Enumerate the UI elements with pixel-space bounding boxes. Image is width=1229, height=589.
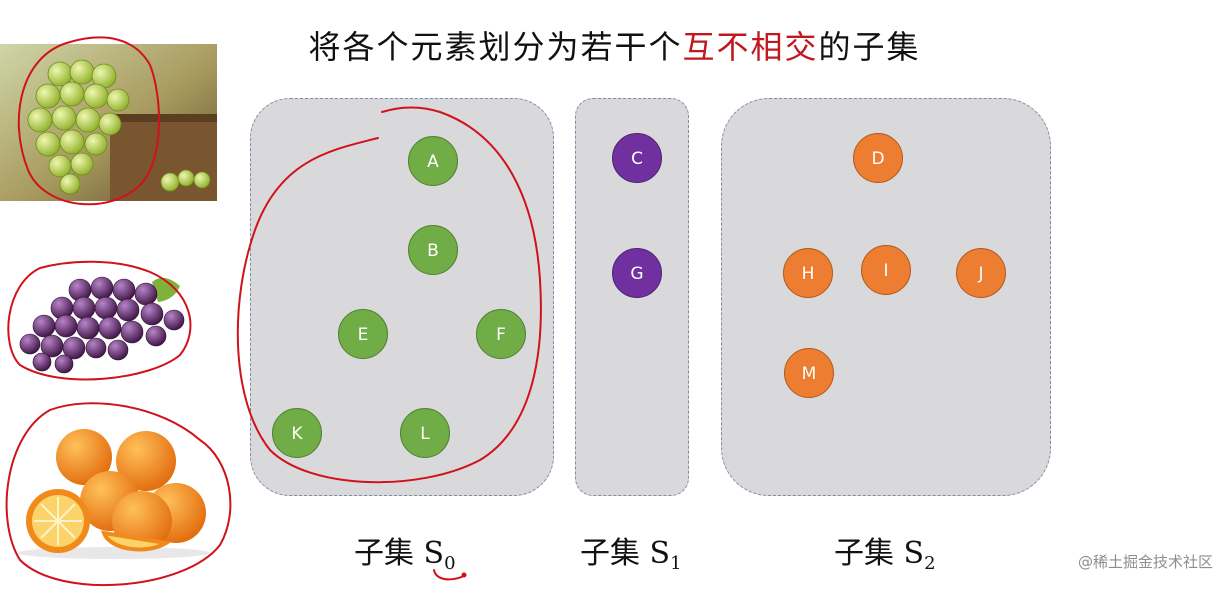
title-text-after: 的子集 [818, 28, 921, 66]
caption-s0-text: 子集 S [354, 536, 445, 571]
caption-s2-text: 子集 S [834, 536, 925, 571]
node-l: L [400, 408, 450, 458]
oranges-image [14, 425, 218, 560]
node-g: G [612, 248, 662, 298]
caption-s2: 子集 S2 [834, 528, 936, 574]
caption-s1-sub: 1 [670, 553, 682, 574]
caption-s1: 子集 S1 [580, 528, 682, 574]
node-m: M [784, 348, 834, 398]
caption-s2-sub: 2 [924, 553, 936, 574]
node-k: K [272, 408, 322, 458]
title-text-before: 将各个元素划分为若干个 [308, 28, 683, 66]
caption-s0: 子集 S0 [354, 528, 456, 574]
caption-s0-sub: 0 [444, 553, 456, 574]
node-b: B [408, 225, 458, 275]
node-f: F [476, 309, 526, 359]
slide-title: 将各个元素划分为若干个互不相交的子集 [0, 22, 1229, 68]
purple-grapes-image [2, 262, 198, 380]
node-d: D [853, 133, 903, 183]
node-c: C [612, 133, 662, 183]
node-e: E [338, 309, 388, 359]
title-highlight: 互不相交 [682, 28, 819, 66]
watermark: @稀土掘金技术社区 [1077, 553, 1213, 571]
caption-s1-text: 子集 S [580, 536, 671, 571]
node-h: H [783, 248, 833, 298]
green-grapes-image [0, 44, 217, 201]
node-a: A [408, 136, 458, 186]
node-i: I [861, 245, 911, 295]
node-j: J [956, 248, 1006, 298]
